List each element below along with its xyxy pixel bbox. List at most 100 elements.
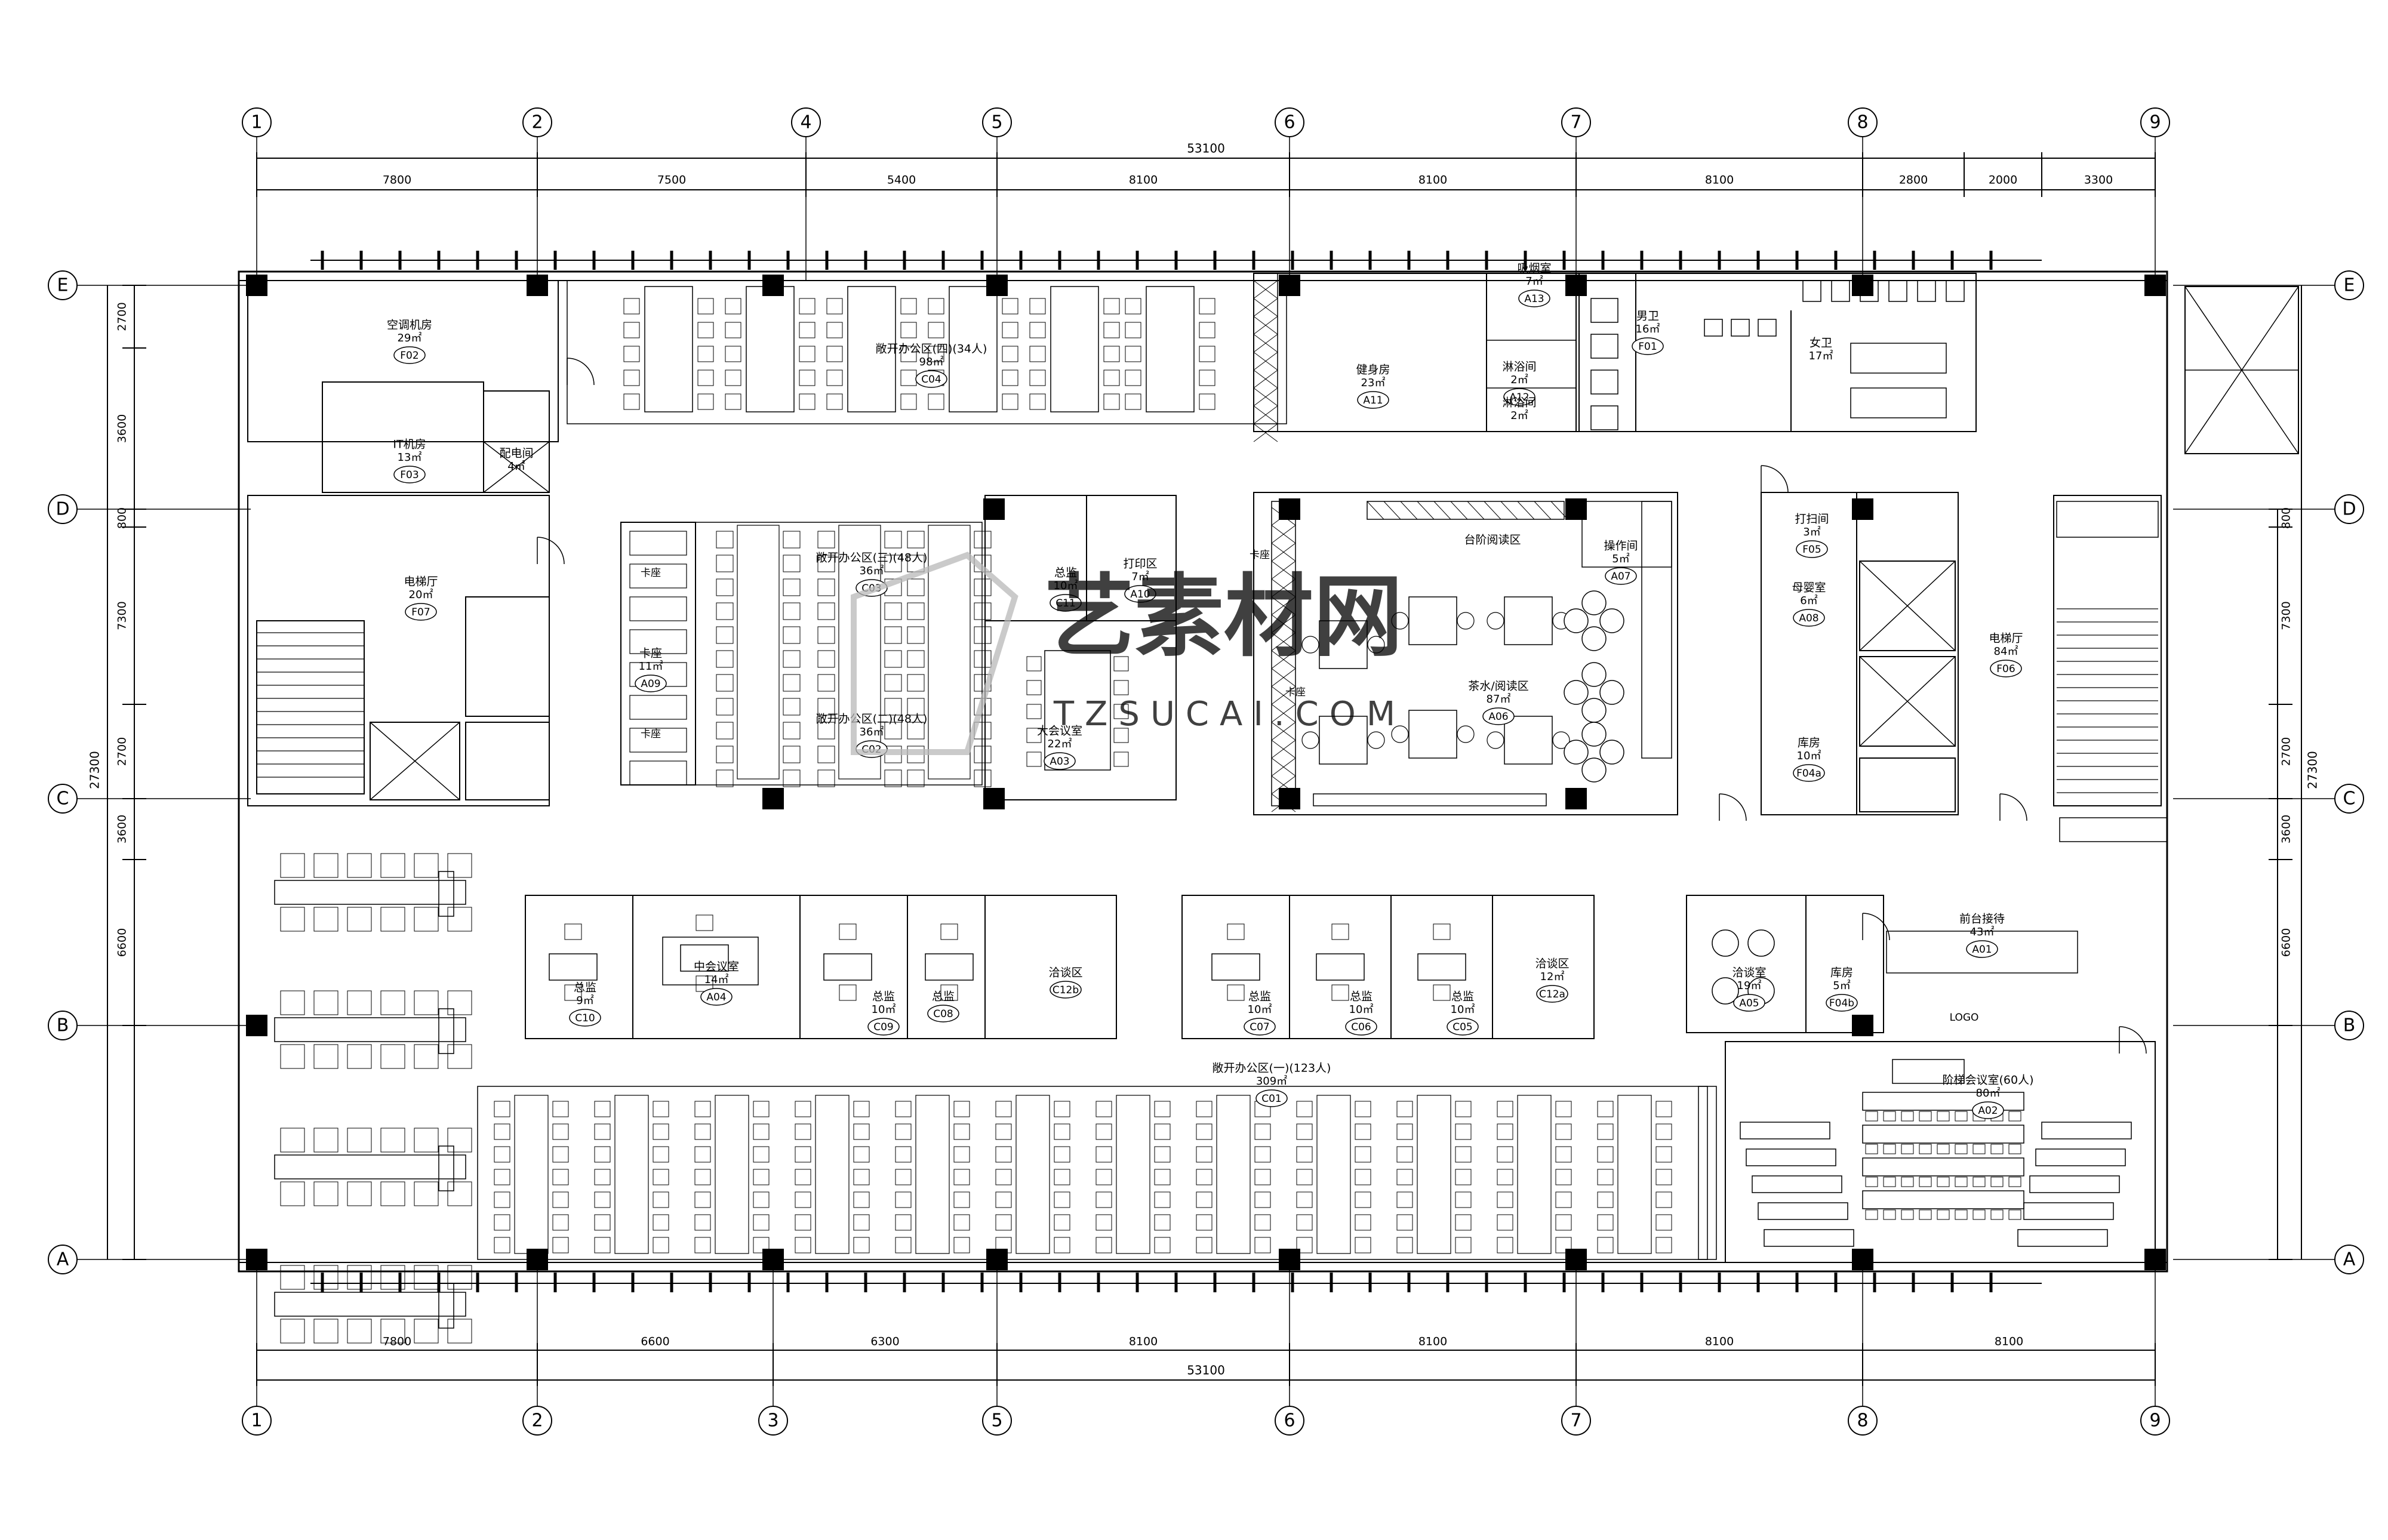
hatch: [1271, 650, 1296, 669]
chair: [1196, 1214, 1213, 1231]
chair: [1555, 1101, 1572, 1117]
chair: [1196, 1191, 1213, 1208]
chair: [380, 1128, 405, 1153]
chair: [1955, 1144, 1968, 1154]
elevator-lobby-left: [247, 495, 550, 806]
room-code-bubble: [405, 603, 437, 621]
chair: [1029, 369, 1046, 386]
chair: [653, 1123, 669, 1140]
sink: [1758, 319, 1777, 337]
chair: [940, 984, 958, 1001]
lounge-seat: [1581, 722, 1607, 747]
angled-desk-right: [2023, 1202, 2114, 1220]
chair: [594, 1214, 611, 1231]
chair: [783, 555, 801, 572]
room-A06: [1253, 492, 1678, 815]
dimension-span-top: 8100: [1129, 174, 1158, 187]
chair: [907, 626, 925, 644]
grid-label-top: 4: [800, 112, 811, 133]
room-code: F05: [1802, 544, 1821, 556]
room-area: 80㎡: [1976, 1086, 2001, 1099]
chair: [795, 1191, 811, 1208]
chair: [884, 674, 902, 692]
chair: [564, 923, 582, 940]
chair: [1125, 322, 1141, 338]
chair: [1355, 1101, 1371, 1117]
chair: [552, 1191, 569, 1208]
tiered-desk-row: [1862, 1092, 2024, 1111]
wc-fixture: [1888, 280, 1907, 302]
desk-column: [1216, 1095, 1251, 1254]
chair: [1555, 1169, 1572, 1185]
conference-table: [662, 937, 759, 985]
chair: [895, 1123, 912, 1140]
dimension-span-left: 800: [116, 507, 129, 529]
dimension-span-left: 3600: [116, 414, 129, 443]
room-code: A13: [1524, 293, 1544, 305]
grid-label-bottom: 6: [1284, 1410, 1295, 1431]
lounge-seat: [1599, 608, 1624, 633]
desk-row: [274, 1292, 466, 1317]
chair: [1396, 1237, 1413, 1253]
chair: [1125, 298, 1141, 315]
chair: [1655, 1237, 1672, 1253]
chair: [653, 1191, 669, 1208]
structural-column: [246, 1015, 267, 1036]
chair: [380, 1044, 405, 1069]
chair: [697, 346, 714, 362]
room-name: 总监: [1248, 990, 1271, 1003]
chair: [1919, 1144, 1932, 1154]
desk-column: [1316, 1095, 1351, 1254]
chair: [594, 1123, 611, 1140]
room-code: C12b: [1053, 984, 1079, 996]
chair: [826, 322, 843, 338]
room-name: 总监: [872, 990, 895, 1003]
structural-column: [1279, 275, 1300, 296]
desk-column: [737, 525, 780, 780]
chair: [1103, 369, 1120, 386]
chair: [1199, 298, 1215, 315]
chair: [1002, 369, 1018, 386]
chair: [1026, 751, 1042, 767]
angled-desk-right: [2035, 1148, 2126, 1166]
room-area: 5㎡: [1833, 979, 1850, 992]
dimension-span-bottom: 7800: [383, 1335, 411, 1348]
desk-row: [274, 880, 466, 905]
booth-label: 卡座: [1250, 549, 1270, 561]
chair: [953, 1101, 970, 1117]
chair-round: [1367, 636, 1385, 654]
chair: [447, 990, 472, 1015]
chair: [884, 722, 902, 740]
hatch: [1271, 578, 1296, 597]
chair: [653, 1237, 669, 1253]
chair: [974, 769, 992, 787]
chair: [716, 531, 734, 549]
chair: [280, 1044, 305, 1069]
chair: [414, 1265, 439, 1290]
chair: [1901, 1209, 1914, 1220]
chair: [884, 626, 902, 644]
wc-fixture: [1590, 298, 1618, 323]
room-code-bubble: [1044, 752, 1076, 770]
chair-round: [1487, 612, 1504, 630]
chair: [594, 1146, 611, 1163]
room-area: 84㎡: [1994, 645, 2018, 658]
chair: [895, 1146, 912, 1163]
wc-fixture: [1590, 334, 1618, 359]
room-name: 敞开办公区(四)(34人): [876, 343, 987, 356]
table: [1319, 716, 1368, 765]
chair: [623, 298, 640, 315]
lounge-seat: [1599, 740, 1624, 765]
chair: [1655, 1191, 1672, 1208]
room-name: 敞开办公区(三)(48人): [816, 552, 928, 565]
chair: [1026, 728, 1042, 743]
chair: [795, 1237, 811, 1253]
room-name: 空调机房: [387, 319, 432, 332]
elevator-diag: [370, 722, 460, 800]
chair: [1296, 1101, 1313, 1117]
room-code: F06: [1996, 663, 2015, 675]
chair: [494, 1169, 510, 1185]
chair-round: [1367, 731, 1385, 749]
chair: [839, 984, 857, 1001]
